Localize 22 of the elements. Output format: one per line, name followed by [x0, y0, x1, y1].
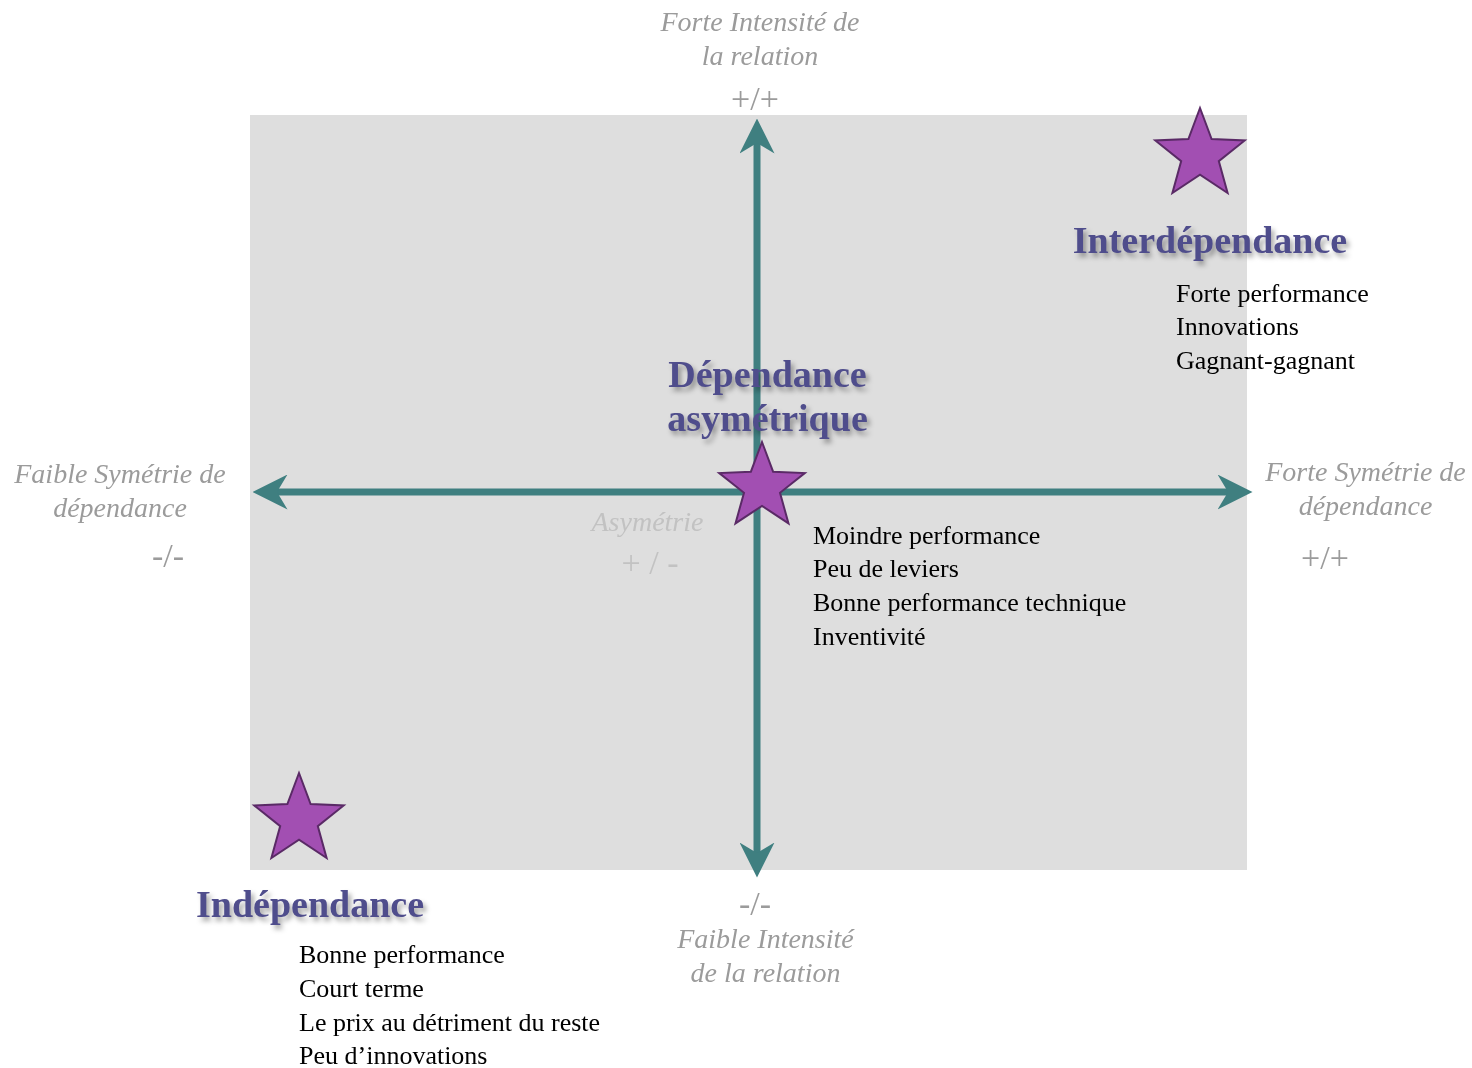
list-item: Moindre performance [813, 520, 1041, 552]
quadrant-title: Interdépendance [1071, 218, 1349, 263]
list-item: Peu de leviers [813, 553, 959, 585]
polarity-label: +/+ [1300, 538, 1350, 578]
list-item: Forte performance [1176, 278, 1369, 310]
axis-label: Faible Intensité de la relation [676, 922, 856, 991]
list-item: Gagnant-gagnant [1176, 345, 1356, 377]
axis-label: Forte Intensité de la relation [659, 5, 861, 74]
quadrant-title: Indépendance [194, 882, 426, 927]
list-item: Innovations [1176, 311, 1299, 343]
axis-label: Faible Symétrie de dépendance [13, 457, 227, 526]
polarity-label: + / - [620, 543, 680, 583]
list-item: Court terme [299, 973, 424, 1005]
list-item: Bonne performance [299, 939, 505, 971]
axis-label: Forte Symétrie de dépendance [1264, 455, 1467, 524]
list-item: Le prix au détriment du reste [299, 1007, 601, 1039]
list-item: Peu d’innovations [299, 1040, 488, 1068]
list-item: Inventivité [813, 621, 926, 653]
polarity-label: -/- [150, 536, 186, 576]
polarity-label: -/- [737, 884, 773, 924]
list-item: Bonne performance technique [813, 587, 1127, 619]
polarity-label: +/+ [730, 79, 780, 119]
